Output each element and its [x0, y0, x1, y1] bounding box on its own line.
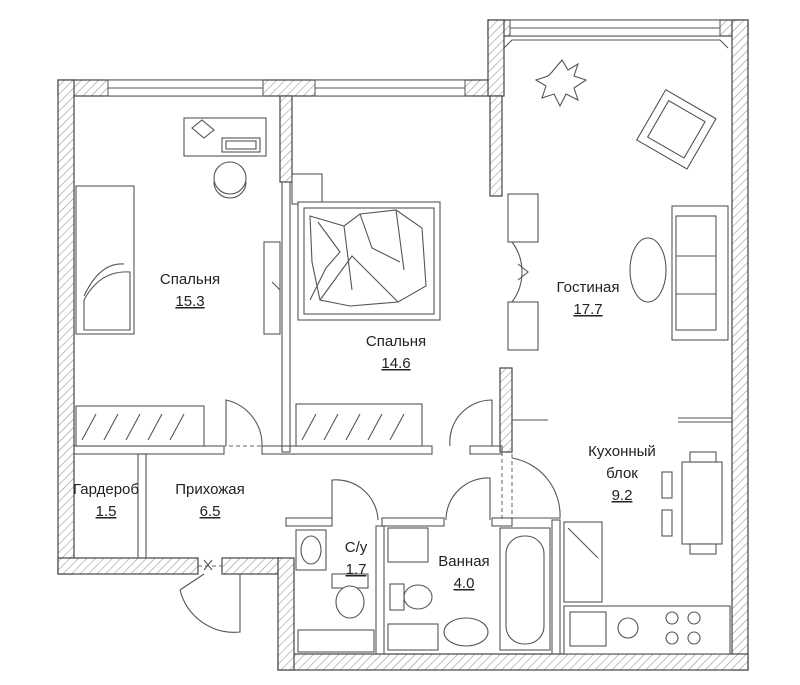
room-area-wardrobe: 1.5	[96, 503, 117, 520]
room-label-wc: С/у	[345, 539, 368, 556]
room-label-bathroom: Ванная	[438, 553, 489, 570]
room-area-living-room: 17.7	[573, 301, 602, 318]
room-label-hallway: Прихожая	[175, 481, 245, 498]
bedroom-1-furniture	[75, 117, 281, 447]
room-area-wc: 1.7	[346, 561, 367, 578]
outer-walls	[57, 19, 749, 671]
room-label-living-room: Гостиная	[557, 279, 620, 296]
room-area-bedroom-1: 15.3	[175, 293, 204, 310]
room-area-bedroom-2: 14.6	[381, 355, 410, 372]
living-room-furniture	[507, 59, 729, 351]
room-label-kitchen-line-2: блок	[606, 465, 638, 482]
room-labels: Спальня 15.3 Спальня 14.6 Гостиная 17.7 …	[73, 271, 656, 592]
room-label-bedroom-2: Спальня	[366, 333, 426, 350]
doors	[179, 399, 561, 633]
bathroom-furniture	[295, 527, 551, 653]
openings	[198, 445, 513, 567]
room-label-bedroom-1: Спальня	[160, 271, 220, 288]
room-area-hallway: 6.5	[200, 503, 221, 520]
bedroom-2-furniture	[291, 173, 441, 447]
room-area-bathroom: 4.0	[454, 575, 475, 592]
interior-walls	[73, 95, 732, 655]
room-label-kitchen-line-1: Кухонный	[588, 443, 656, 460]
room-area-kitchen: 9.2	[612, 487, 633, 504]
windows	[107, 19, 729, 97]
room-label-wardrobe: Гардероб	[73, 481, 139, 498]
kitchen-furniture	[563, 451, 731, 655]
